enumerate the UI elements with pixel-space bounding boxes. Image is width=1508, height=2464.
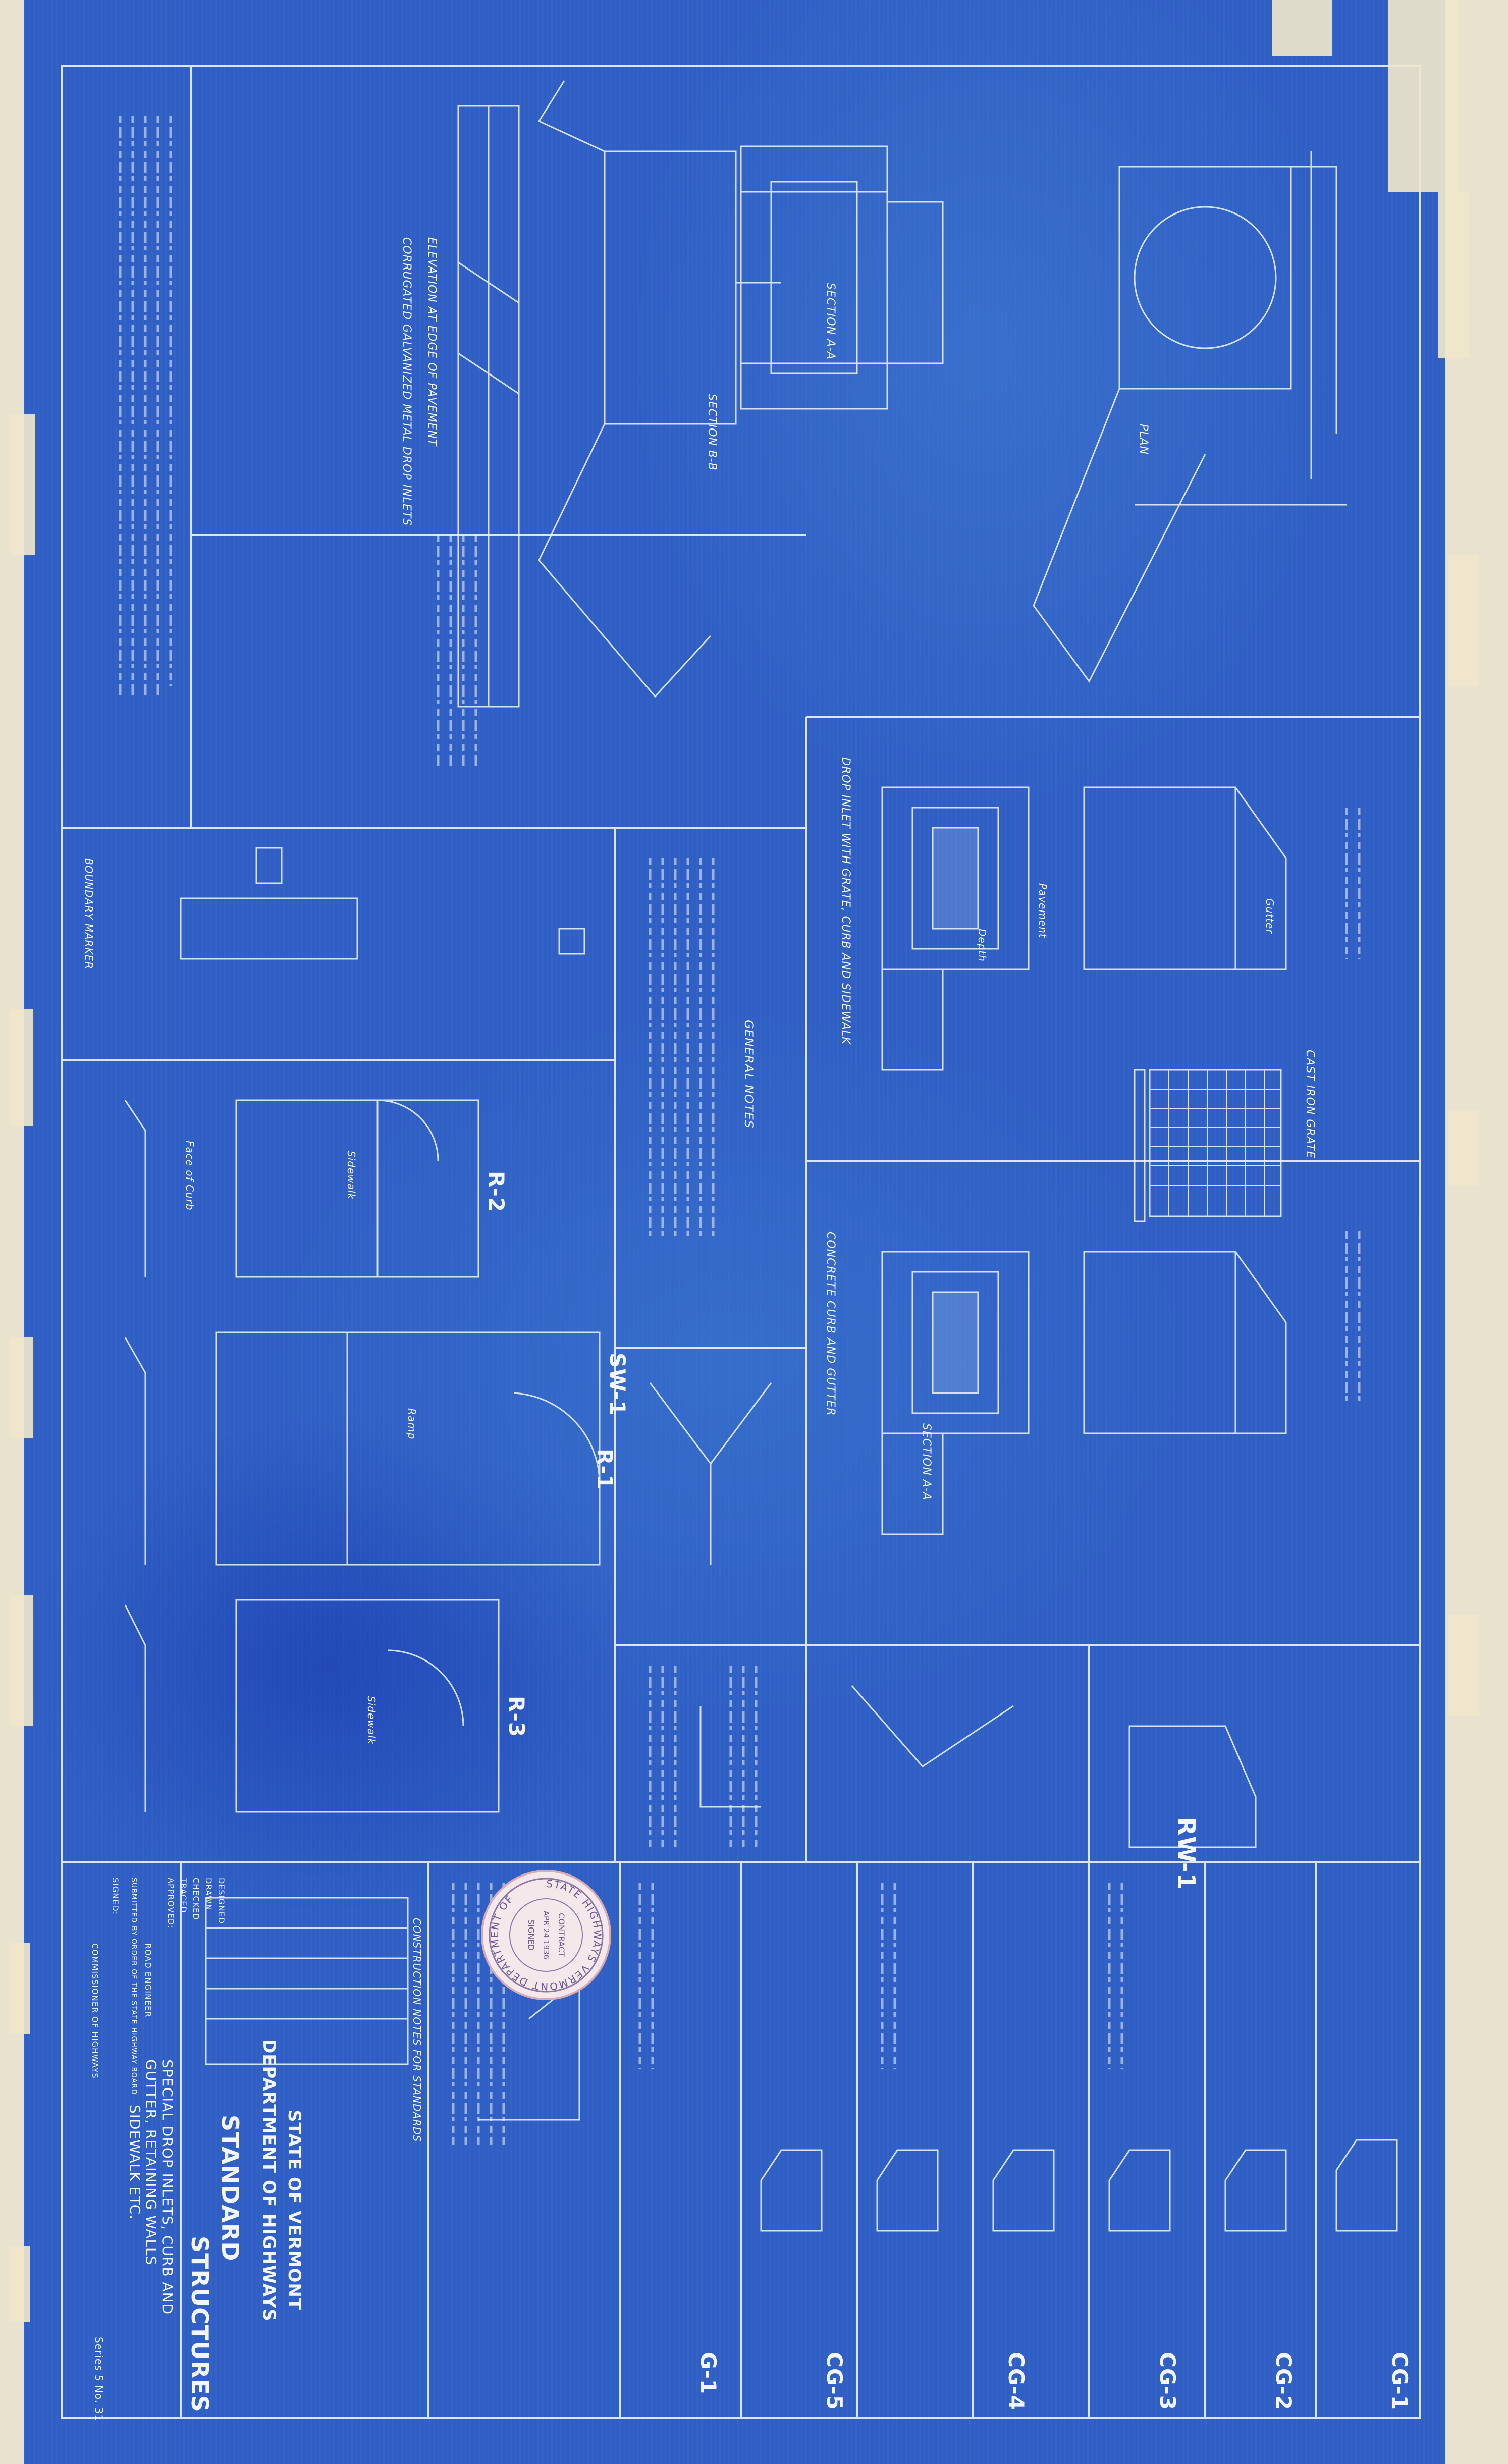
title-state: STATE OF VERMONT <box>284 2110 304 2311</box>
title-description-2: GUTTER, RETAINING WALLS <box>143 2059 159 2266</box>
stamp-signed: SIGNED <box>526 1919 536 1951</box>
note-general-notes: GENERAL NOTES <box>742 1020 756 1129</box>
department-stamp: STATE HIGHWAYS VERMONT DEPARTMENT OF CON… <box>481 1870 611 2000</box>
label-checked: CHECKED <box>191 1878 201 1920</box>
note-section-aa-2: SECTION A-A <box>920 1423 933 1501</box>
label-gutter: Gutter <box>1264 898 1276 934</box>
label-cg4: CG-4 <box>1004 2352 1029 2411</box>
title-description-1: SPECIAL DROP INLETS, CURB AND <box>159 2059 176 2315</box>
note-concrete-curb-gutter: CONCRETE CURB AND GUTTER <box>824 1231 837 1416</box>
label-face-of-curb: Face of Curb <box>184 1141 196 1211</box>
label-sidewalk-2: Sidewalk <box>365 1696 378 1745</box>
note-cast-iron-grate: CAST IRON GRATE <box>1304 1050 1316 1159</box>
label-cg1: CG-1 <box>1387 2352 1412 2411</box>
label-r1: R-1 <box>593 1449 617 1490</box>
title-structures: STRUCTURES <box>186 2236 213 2413</box>
label-cg3: CG-3 <box>1155 2352 1180 2411</box>
note-section-aa: SECTION A-A <box>824 283 837 360</box>
label-submitted: SUBMITTED BY ORDER OF THE STATE HIGHWAY … <box>130 1878 138 2095</box>
stamp-date: APR 24 1936 <box>542 1911 551 1960</box>
label-sw1: SW-1 <box>605 1353 630 1416</box>
tape-left-2 <box>10 1009 33 1126</box>
tape-right-2 <box>1448 1110 1479 1186</box>
label-cg2: CG-2 <box>1271 2352 1296 2411</box>
tape-left-4 <box>10 1595 33 1726</box>
tape-right-1 <box>1448 555 1479 686</box>
label-signed: SIGNED: <box>111 1878 120 1915</box>
tape-right-3 <box>1448 1615 1479 1716</box>
title-description-3: SIDEWALK ETC. <box>127 2105 143 2220</box>
title-department: DEPARTMENT OF HIGHWAYS <box>259 2039 279 2322</box>
label-traced: TRACED <box>179 1878 188 1913</box>
label-cg5: CG-5 <box>822 2352 847 2411</box>
tape-top-right-2 <box>1388 0 1459 192</box>
note-plan: PLAN <box>1137 424 1150 455</box>
label-r2: R-2 <box>484 1171 509 1212</box>
label-rw1: RW-1 <box>1172 1817 1200 1891</box>
label-designed: DESIGNED <box>217 1878 226 1924</box>
title-standard: STANDARD <box>217 2115 244 2262</box>
blueprint-drawing <box>61 65 1421 2419</box>
tape-left-3 <box>10 1337 33 1438</box>
tape-left-1 <box>10 414 35 555</box>
tape-left-6 <box>10 2246 30 2322</box>
note-construction: CONSTRUCTION NOTES FOR STANDARDS <box>411 1918 423 2142</box>
label-approved: APPROVED: <box>166 1878 176 1929</box>
tape-right-upper <box>1438 192 1469 358</box>
label-r3: R-3 <box>504 1696 529 1737</box>
note-section-bb: SECTION B-B <box>706 394 718 471</box>
tape-left-5 <box>10 1943 30 2034</box>
label-depth: Depth <box>976 929 988 962</box>
note-elevation-edge: ELEVATION AT EDGE OF PAVEMENT <box>425 237 438 447</box>
sheet-number: Series 5 No. 31 <box>93 2337 105 2421</box>
note-drop-inlet: DROP INLET WITH GRATE, CURB AND SIDEWALK <box>839 757 852 1045</box>
label-drawn: DRAWN <box>204 1878 213 1911</box>
tape-top-right <box>1272 0 1332 56</box>
label-commissioner: COMMISSIONER OF HIGHWAYS <box>90 1943 100 2079</box>
label-g1: G-1 <box>696 2352 721 2395</box>
label-road-engineer: ROAD ENGINEER <box>143 1943 153 2018</box>
label-pavement: Pavement <box>1037 883 1049 938</box>
note-corrugated-drop: CORRUGATED GALVANIZED METAL DROP INLETS <box>400 237 413 526</box>
stamp-contract: CONTRACT <box>557 1913 566 1957</box>
note-boundary-marker: BOUNDARY MARKER <box>83 858 95 970</box>
label-sidewalk: Sidewalk <box>345 1151 357 1200</box>
blueprint-sheet: STATE OF VERMONT DEPARTMENT OF HIGHWAYS … <box>24 0 1445 2464</box>
label-ramp: Ramp <box>406 1408 418 1440</box>
